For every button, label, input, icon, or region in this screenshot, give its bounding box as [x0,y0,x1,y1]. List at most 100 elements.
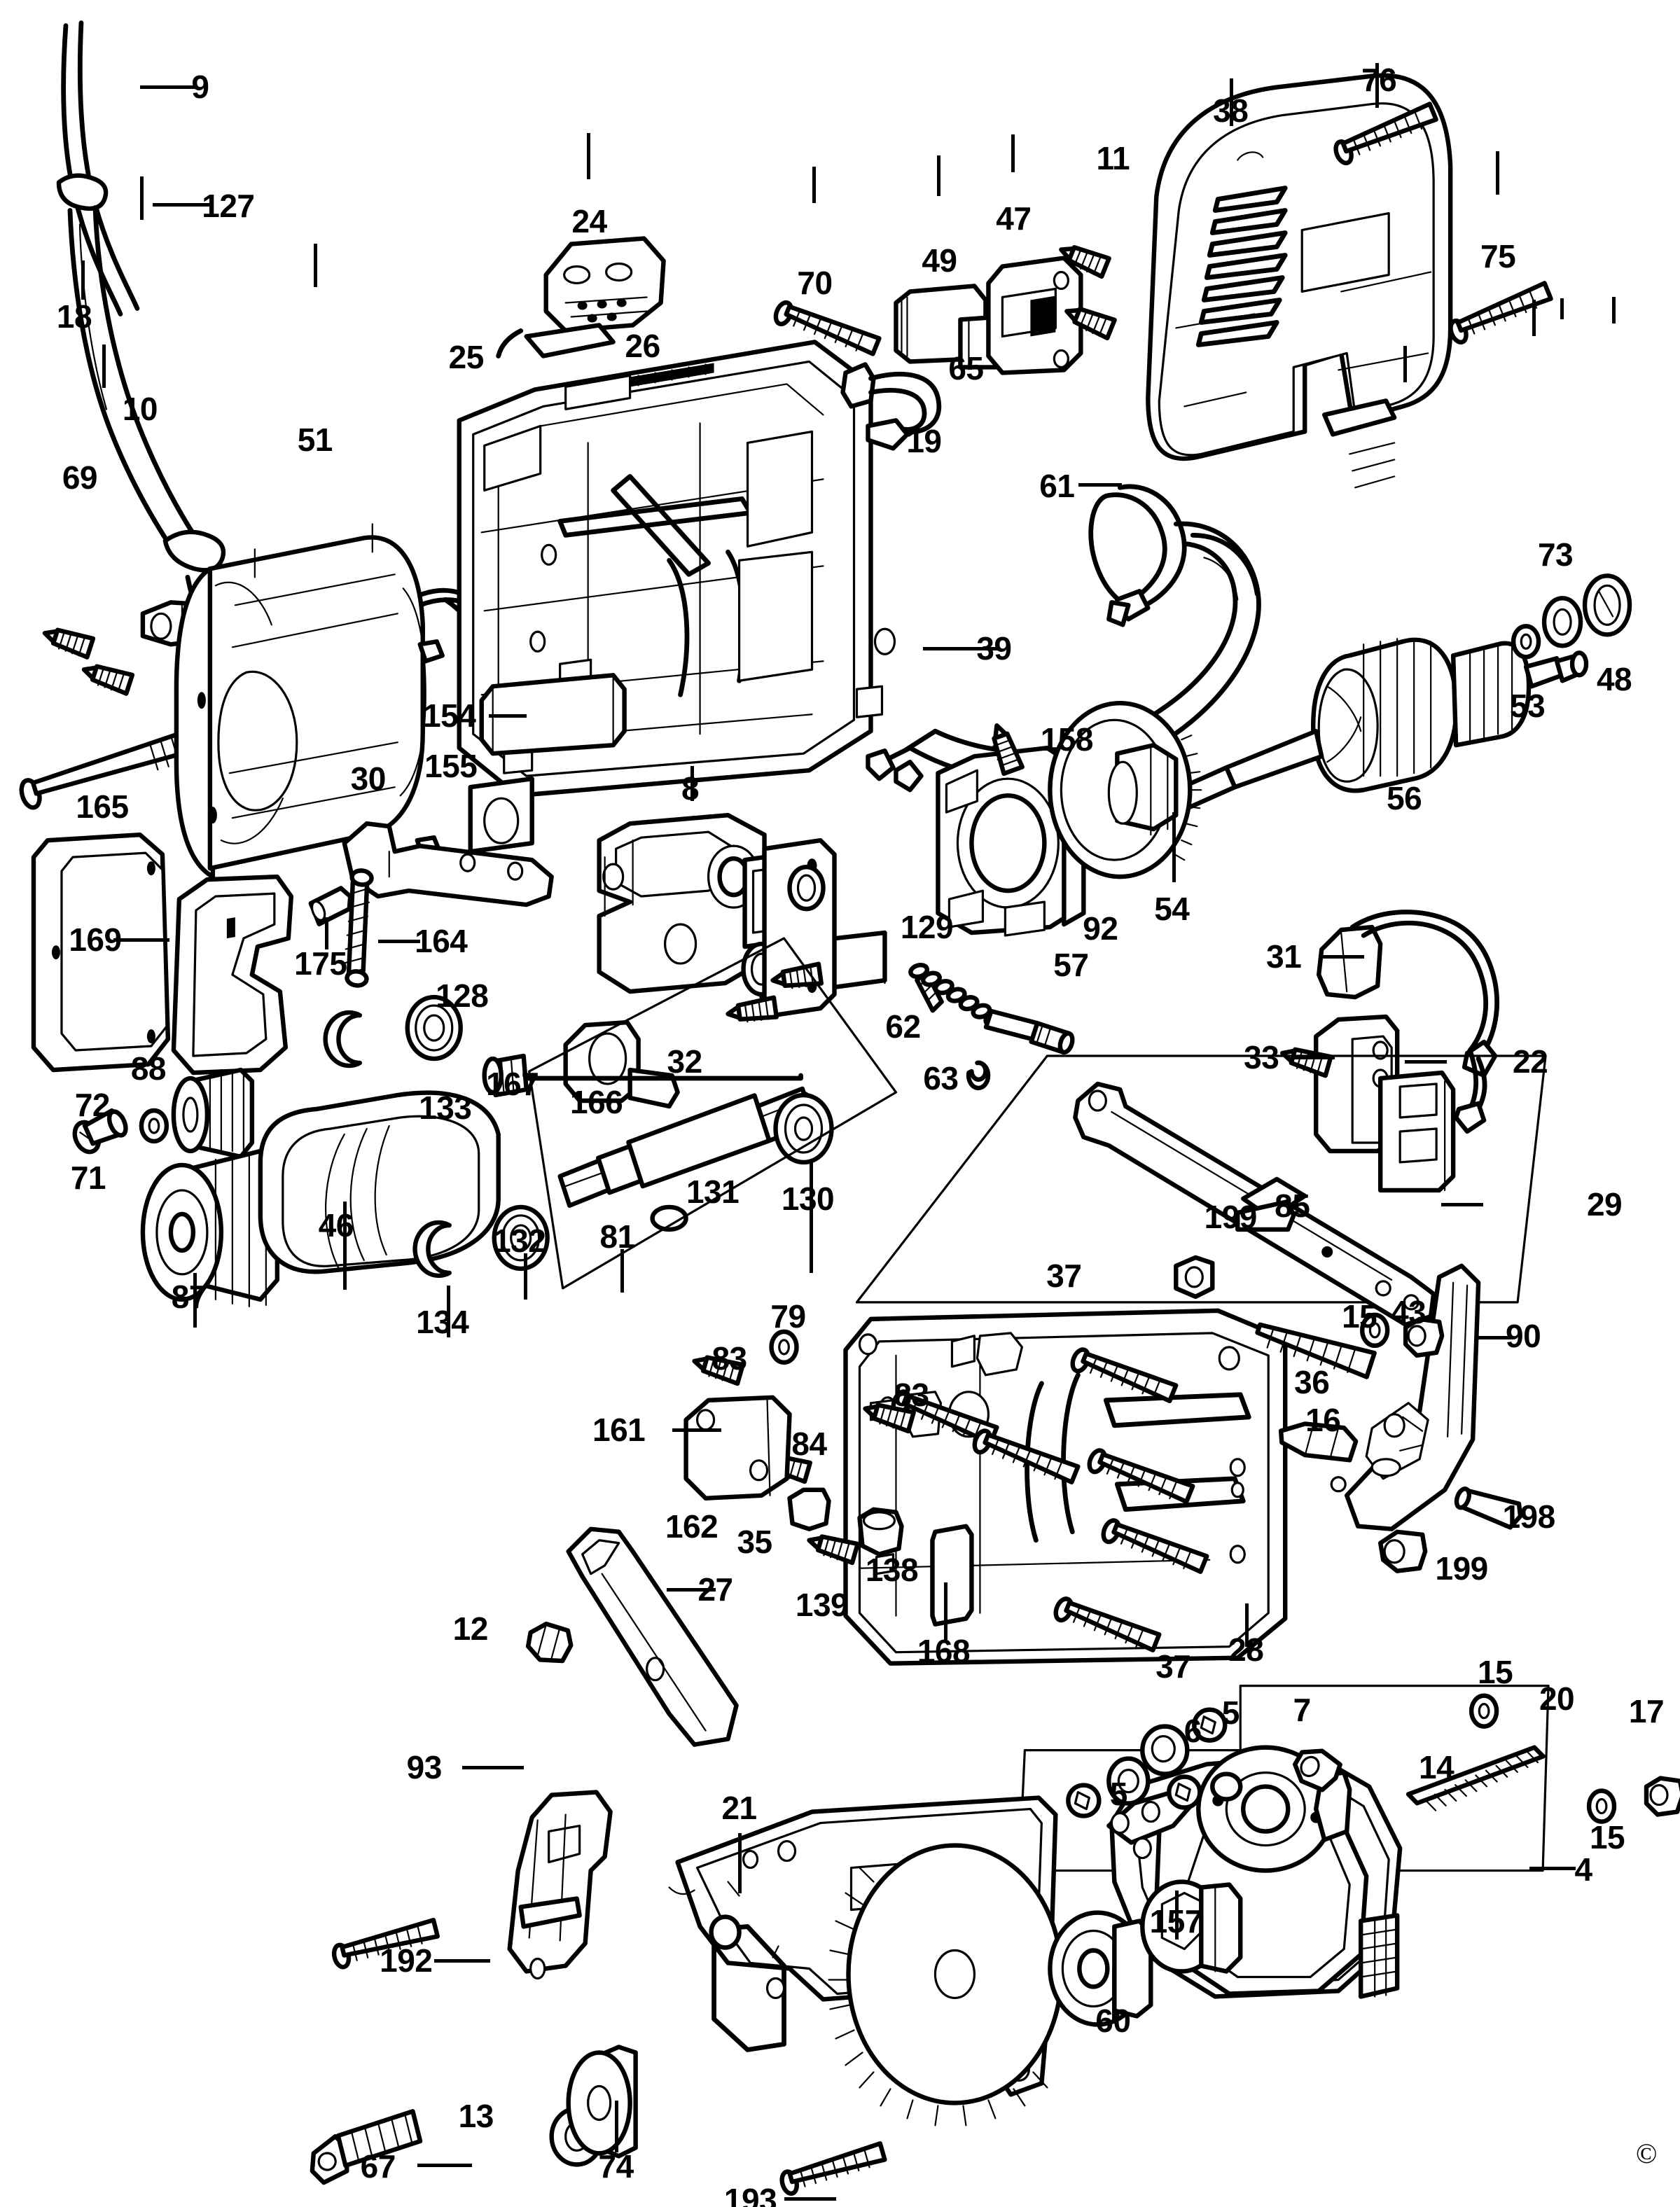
leader-53 [1532,300,1536,336]
part-callout-4: 4 [1574,1851,1593,1888]
part-callout-155: 155 [424,748,478,784]
part-callout-39: 39 [976,630,1012,667]
part-callout-29: 29 [1586,1186,1623,1223]
part-callout-169: 169 [69,921,122,958]
leader-46 [343,1202,347,1290]
part-callout-165: 165 [76,788,129,825]
part-callout-70: 70 [797,265,833,301]
part-callout-81: 81 [599,1218,636,1255]
part-callout-32: 32 [667,1043,702,1080]
part-callout-61: 61 [1039,468,1075,504]
part-callout-27: 27 [697,1571,733,1608]
part-callout-138: 138 [865,1552,919,1588]
part-callout-139: 139 [795,1587,849,1623]
part-callout-157: 157 [1149,1903,1203,1940]
part-callout-8: 8 [681,770,700,807]
part-callout-26: 26 [625,328,661,364]
leader-157 [1175,1891,1179,1940]
leader-73 [1560,298,1564,319]
part-callout-38: 38 [1213,92,1249,129]
part-callout-134: 134 [416,1304,469,1340]
part-callout-93: 93 [406,1749,443,1785]
leader-75 [1496,151,1499,195]
part-callout-75: 75 [1480,238,1516,274]
part-callout-193: 193 [723,2182,777,2207]
part-callout-63: 63 [923,1060,959,1096]
leader-9 [140,85,196,89]
part-callout-158: 158 [1040,721,1094,758]
leader-39 [923,647,1000,650]
part-callout-20: 20 [1539,1680,1575,1717]
leader-8 [690,766,694,801]
leader-47 [1011,134,1015,172]
part-callout-85: 85 [1275,1188,1310,1224]
part-callout-49: 49 [922,242,957,279]
part-callout-10: 10 [122,391,158,427]
leader-56 [1403,346,1407,382]
part-callout-54: 54 [1154,891,1190,927]
leader-51 [314,244,317,287]
part-callout-83: 83 [894,1377,929,1413]
part-callout-69: 69 [62,459,98,496]
leader-192 [434,1959,490,1963]
leader-132 [524,1253,527,1300]
part-callout-128: 128 [436,977,489,1014]
part-callout-154: 154 [423,697,476,734]
part-callout-24: 24 [571,203,608,239]
part-callout-19: 19 [906,423,942,459]
part-callout-92: 92 [1083,910,1118,947]
leader-93 [462,1766,524,1769]
leader-81 [620,1249,624,1293]
part-callout-17: 17 [1628,1693,1665,1729]
leader-21 [738,1833,742,1893]
leader-127 [153,203,213,207]
part-callout-198: 198 [1502,1498,1555,1535]
part-callout-161: 161 [592,1412,646,1448]
part-callout-11: 11 [1096,140,1130,176]
part-callout-76: 76 [1361,62,1397,98]
leader-161 [672,1428,721,1432]
leader-38 [1230,78,1233,126]
part-callout-15: 15 [1478,1654,1513,1690]
part-callout-71: 71 [70,1160,106,1196]
part-callout-79: 79 [770,1298,806,1335]
part-callout-132: 132 [493,1223,546,1259]
part-callout-6: 6 [1183,1713,1202,1749]
part-callout-22: 22 [1512,1043,1548,1080]
part-callout-199: 199 [1435,1550,1489,1587]
part-callout-74: 74 [598,2148,634,2185]
leader-134 [447,1286,450,1337]
part-callout-129: 129 [900,909,954,945]
leader-54 [1172,812,1176,882]
leader-154 [489,714,527,718]
part-callout-167: 167 [486,1066,539,1102]
part-callout-168: 168 [917,1633,971,1669]
part-callout-90: 90 [1505,1318,1541,1354]
part-callout-36: 36 [1294,1364,1330,1400]
leader-164 [378,940,420,943]
leader-31 [1322,955,1364,959]
part-callout-65: 65 [948,350,984,387]
part-callout-48: 48 [1596,661,1632,697]
part-callout-7: 7 [1293,1692,1312,1728]
part-callout-14: 14 [1419,1749,1455,1785]
part-callout-127: 127 [202,188,255,224]
part-callout-199: 199 [1204,1199,1258,1235]
leader-70 [812,167,816,203]
leader-24 [587,133,590,179]
leader-28 [1245,1603,1249,1647]
part-callout-25: 25 [448,339,485,375]
leader-60 [1112,1969,1116,2024]
part-callout-31: 31 [1266,938,1302,975]
part-callout-131: 131 [686,1174,740,1210]
part-callout-133: 133 [419,1089,472,1126]
part-callout-47: 47 [996,200,1032,237]
part-callout-164: 164 [415,923,468,959]
leader-33 [1294,1056,1335,1059]
part-callout-162: 162 [665,1508,718,1545]
part-callout-192: 192 [380,1942,433,1979]
part-callout-5: 5 [1221,1694,1240,1731]
part-callout-51: 51 [297,422,333,458]
